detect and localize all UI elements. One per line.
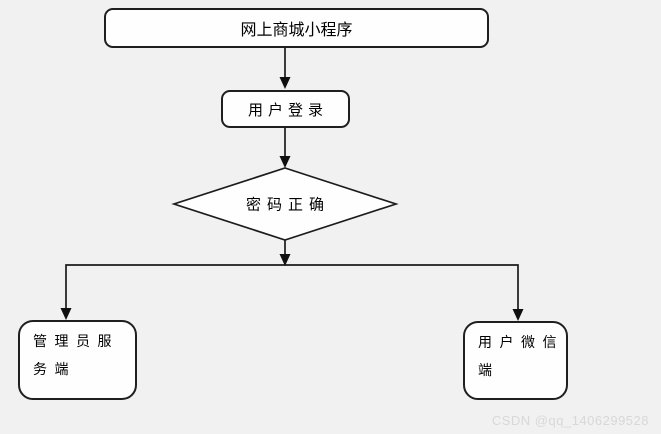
node-admin-label-line1: 管 理 员 服 <box>33 335 112 350</box>
arrowhead-to-admin <box>60 308 72 320</box>
arrowhead-to-wechat <box>512 309 524 321</box>
node-wechat-label-line1: 用 户 微 信 <box>478 336 557 351</box>
node-admin-label-line2: 务 端 <box>33 363 69 378</box>
node-wechat-label-line2: 端 <box>478 364 492 379</box>
node-admin: 管 理 员 服 务 端 <box>18 320 137 400</box>
node-decision-label: 密码正确 <box>245 197 331 214</box>
node-wechat: 用 户 微 信 端 <box>463 321 568 400</box>
watermark: CSDN @qq_1406299528 <box>491 413 649 428</box>
branch-rail <box>65 264 519 309</box>
arrowhead-to-login <box>279 77 291 89</box>
node-title-label: 网上商城小程序 <box>240 22 353 39</box>
node-login: 用户登录 <box>221 90 350 128</box>
node-login-label: 用户登录 <box>247 102 328 119</box>
node-title: 网上商城小程序 <box>104 8 489 48</box>
arrowhead-to-decision <box>279 156 291 168</box>
arrowhead-to-branch <box>279 254 291 266</box>
